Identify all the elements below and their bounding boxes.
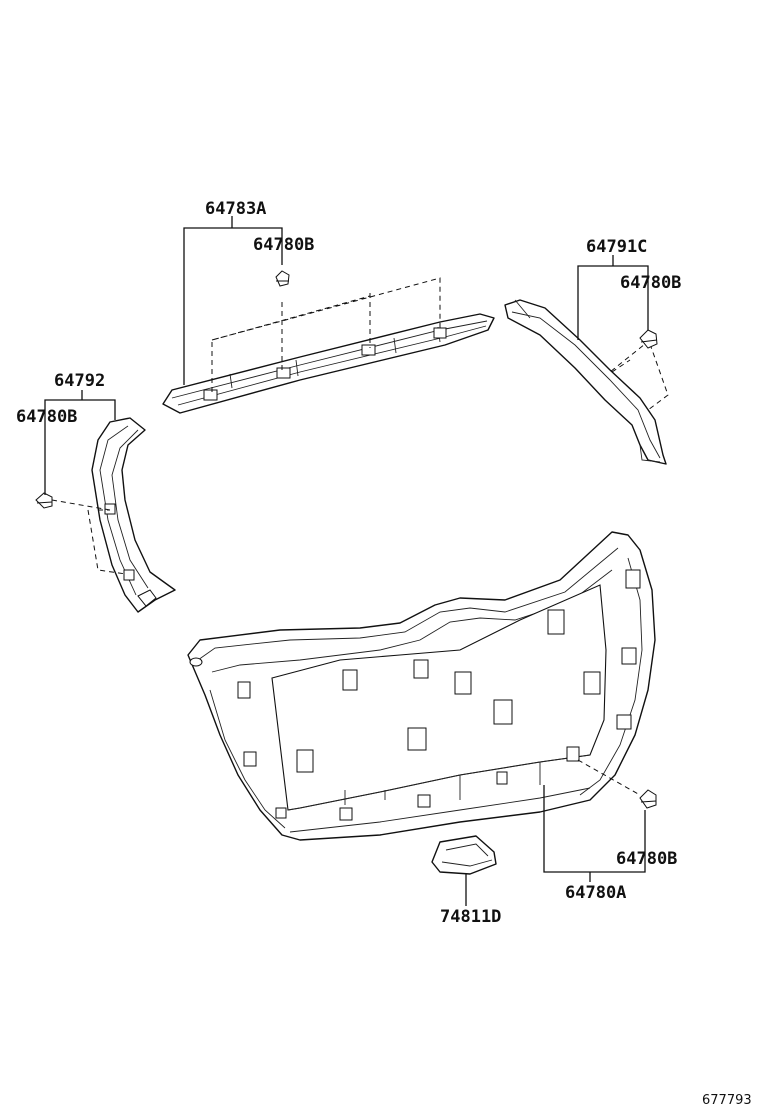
clip-64780B-left xyxy=(35,492,53,509)
back-door-trim-64780A xyxy=(187,531,656,841)
label-64783A: 64783A xyxy=(205,199,266,219)
pull-handle-74811D xyxy=(431,835,497,875)
label-64780B-bottom: 64780B xyxy=(616,849,677,869)
label-64791C: 64791C xyxy=(586,237,647,257)
label-64780B-right: 64780B xyxy=(620,273,681,293)
label-64792: 64792 xyxy=(54,371,105,391)
clip-64780B-right xyxy=(639,329,658,349)
right-side-trim-64791C xyxy=(504,299,667,465)
label-74811D: 74811D xyxy=(440,907,501,927)
upper-trim-64783A xyxy=(162,313,495,414)
locator-line-main xyxy=(577,759,641,796)
locator-lines-right xyxy=(609,339,669,411)
locator-lines-upper xyxy=(211,277,441,392)
label-64780A: 64780A xyxy=(565,883,626,903)
left-side-trim-64792 xyxy=(91,417,176,613)
label-64780B-left: 64780B xyxy=(16,407,77,427)
label-64780B-top: 64780B xyxy=(253,235,314,255)
leader-lines xyxy=(44,216,649,906)
clip-64780B-top xyxy=(275,270,290,287)
figure-reference-number: 677793 xyxy=(702,1093,752,1108)
clip-64780B-bottom xyxy=(639,789,657,809)
locator-lines-left xyxy=(51,499,127,575)
